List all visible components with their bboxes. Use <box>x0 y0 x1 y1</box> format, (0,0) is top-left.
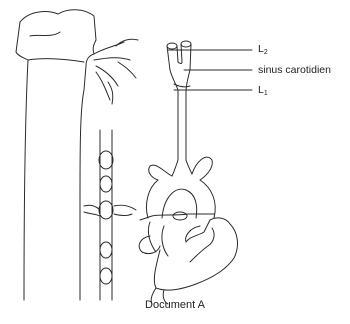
nerve-branches <box>94 39 138 104</box>
label-sinus-carotidien: sinus carotidien <box>258 64 331 76</box>
cardiac-nerve <box>84 205 136 216</box>
figure-caption: Document A <box>0 299 350 311</box>
heart-and-aorta <box>139 157 237 304</box>
label-l2: L2 <box>258 43 268 55</box>
vertebral-column <box>16 10 96 300</box>
carotid-artery <box>167 41 192 176</box>
label-l1: L1 <box>258 84 268 96</box>
sympathetic-chain <box>99 130 113 300</box>
label-leader-lines <box>168 50 252 90</box>
